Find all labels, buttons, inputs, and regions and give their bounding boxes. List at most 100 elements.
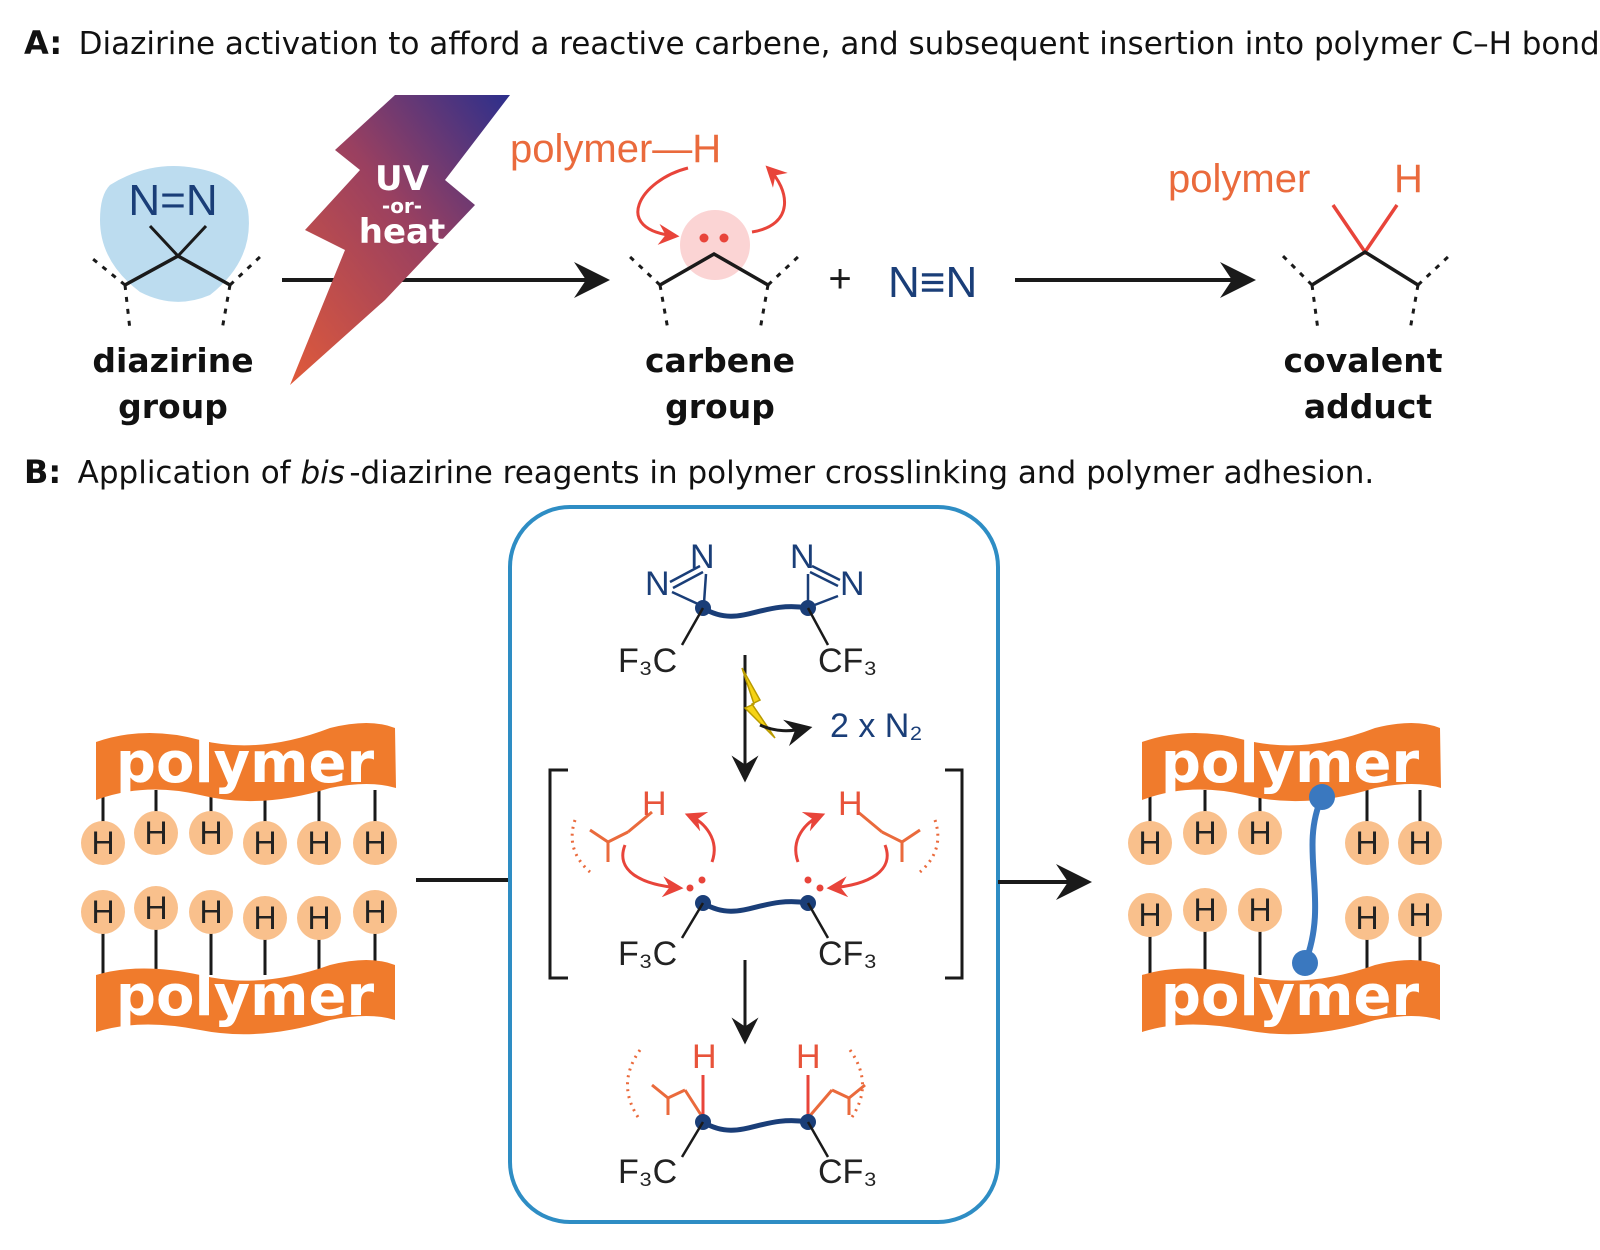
left-n-atom-lower: N [645,565,670,603]
release-n2-label: 2 x N₂ [830,707,923,745]
polymer-strip-left-top [96,723,396,802]
h-atom: H [1398,893,1442,937]
h-atom-label: H [91,894,114,930]
h-atom: H [189,890,233,934]
bolt-uv: UV [375,159,430,199]
curved-arrow-hydrogen [751,165,788,234]
reagent-mechanism-box [508,505,1000,1224]
left-product-fragment [651,1083,705,1119]
left-polymer-fragment [589,810,653,862]
h-atom: H [134,886,178,930]
cf3-right-top: CF₃ [818,642,877,680]
bolt-shape [290,95,510,385]
carbene-electron-2 [719,233,729,243]
h-atom-circle [243,821,287,865]
right-n-atom-lower: N [840,565,865,603]
left-polymer-dotted [570,819,592,874]
h-atom: H [353,821,397,865]
crosslink-node-top [1309,784,1335,810]
svg-text:A: Diazirine activation: A: Diazirine activation to afford a reac… [24,24,1600,62]
h-atom-circle [243,896,287,940]
h-atom-circle [297,821,341,865]
h-atom-circle [81,821,125,865]
bolt-heat: heat [359,212,445,252]
h-atom-circle [81,890,125,934]
h-atom: H [1345,896,1389,940]
panel-b: B: Application of bis -diazirine reagent… [24,453,1442,1224]
h-atom-label: H [1408,897,1431,933]
cf3-left-top: F₃C [618,642,677,680]
h-atom-label: H [1355,900,1378,936]
polymer-strip-left-bottom [96,960,395,1035]
h-atom-label: H [199,894,222,930]
polymer-strip-right-top [1142,723,1441,802]
arrow-n2-release [759,719,813,747]
h-atom: H [134,811,178,855]
panel-b-title-pre: Application of [78,455,301,491]
cf3-bonds-top [680,607,830,646]
h-atom: H [1398,821,1442,865]
h-atom-label: H [363,825,386,861]
n2-product: N≡N [888,258,977,307]
adduct-new-bonds [1331,204,1399,256]
h-atom-label: H [1408,825,1431,861]
curved-arrow-right-b [794,811,826,863]
h-atom: H [1128,893,1172,937]
bracket-right [945,768,964,980]
adduct-bonds [1311,249,1419,287]
diazirine-n-n: N=N [128,176,217,225]
h-atom: H [1238,888,1282,932]
h-atom: H [297,896,341,940]
adduct-dashed-bonds [1280,253,1452,331]
h-atom-label: H [253,825,276,861]
h-atom: H [1345,821,1389,865]
left-product-dotted [626,1049,642,1121]
h-atom-label: H [1193,815,1216,851]
h-atom: H [1128,821,1172,865]
carbene-bonds [659,251,769,287]
crosslink-node-bottom [1292,950,1318,976]
adduct-polymer-label: polymer [1168,157,1310,201]
h-atom-circle [1398,821,1442,865]
cf3-right-middle: CF₃ [818,935,877,973]
right-product-dotted [848,1049,864,1121]
covalent-adduct-structure: polymer H [1168,157,1452,331]
left-h-atom: H [642,785,667,823]
right-product-fragment [806,1083,866,1119]
bis-diazirine-reagent: N N N N F₃C CF₃ [618,538,877,680]
h-atom-circle [1238,811,1282,855]
caption-diazirine-line1: diazirine [92,341,253,380]
curved-arrow-left-a [621,844,684,898]
electron-dot [698,876,706,884]
h-atom-circle [1128,893,1172,937]
small-bolt-icon [741,667,776,739]
right-diazirine-ring [806,564,841,608]
polymer-label-right-top: polymer [1161,731,1420,796]
h-atom-circle [353,890,397,934]
panel-a-title: Diazirine activation to afford a reactiv… [79,26,1600,62]
svg-text:B: Application of: B: Application of bis -diazirine reagent… [24,453,1374,491]
cf3-left-middle: F₃C [618,935,677,973]
right-polymer-dotted [918,819,940,874]
h-atom-circle [189,890,233,934]
cf3-right-bottom: CF₃ [818,1153,877,1191]
uv-heat-bolt: UV -or- heat [290,95,510,385]
left-diazirine-ring [669,564,708,606]
h-atom: H [1183,888,1227,932]
h-atom-circle [134,886,178,930]
h-atom: H [81,821,125,865]
h-atom-circle [353,821,397,865]
caption-carbene-line2: group [665,387,775,426]
h-atom-label: H [1248,892,1271,928]
h-atom-circle [1238,888,1282,932]
panel-a: A: Diazirine activation to afford a reac… [24,24,1600,426]
right-n-atom-upper: N [790,538,815,576]
cf3-bonds-bottom [680,1121,830,1158]
polymer-label-right-bottom: polymer [1161,964,1420,1029]
h-atom: H [353,890,397,934]
h-atom-circle [189,811,233,855]
